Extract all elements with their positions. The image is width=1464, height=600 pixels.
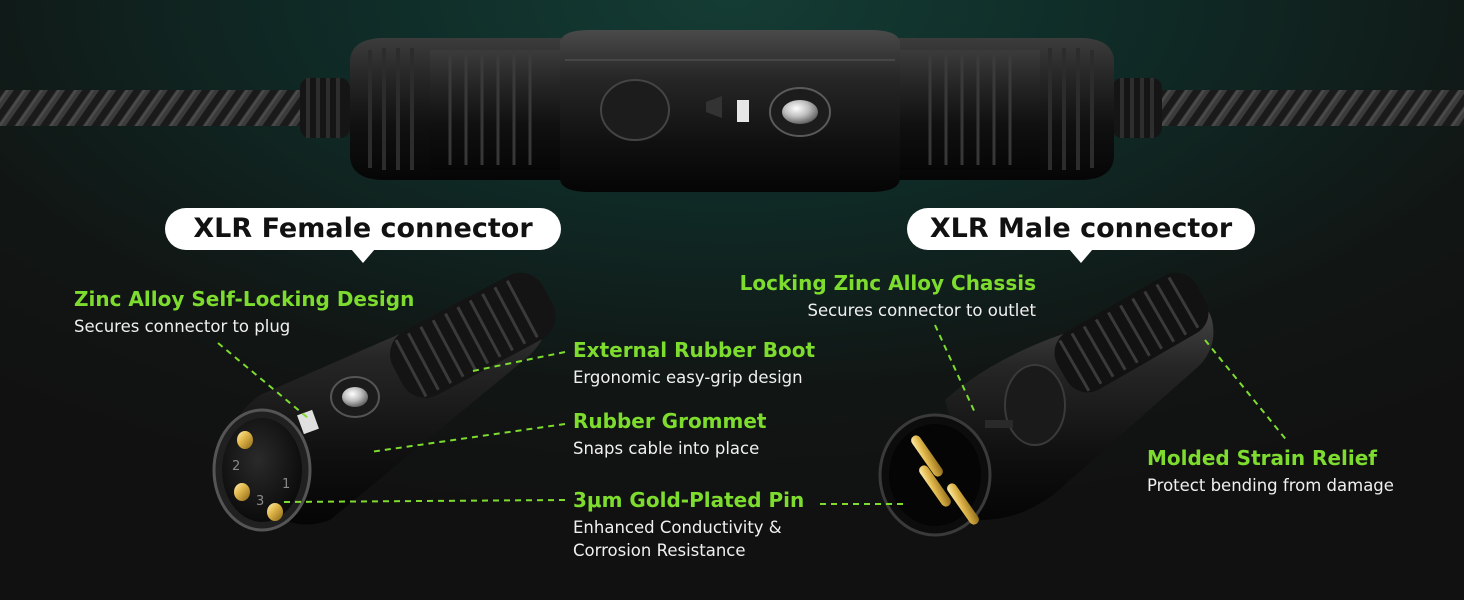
leader-zinc-self-locking xyxy=(217,342,309,419)
strain-relief-right xyxy=(1112,78,1162,138)
top-cable-assembly xyxy=(0,30,1464,192)
feature-gold-plated-pin: 3μm Gold-Plated Pin Enhanced Conductivit… xyxy=(573,487,804,562)
feature-title: Zinc Alloy Self-Locking Design xyxy=(74,287,415,311)
feature-description: Snaps cable into place xyxy=(573,439,760,458)
braided-cable-right xyxy=(1125,90,1464,126)
feature-external-rubber-boot: External Rubber Boot Ergonomic easy-grip… xyxy=(573,337,815,389)
feature-title: 3μm Gold-Plated Pin xyxy=(573,488,805,512)
female-connector-label: XLR Female connector xyxy=(165,208,561,263)
leader-strain-relief xyxy=(1204,339,1289,443)
leader-gold-plated-pin xyxy=(281,499,566,503)
pin-label-3: 3 xyxy=(256,494,264,509)
leader-locking-chassis xyxy=(934,324,977,416)
feature-title: Rubber Grommet xyxy=(573,409,767,433)
male-connector-label: XLR Male connector xyxy=(907,208,1255,263)
feature-title: Molded Strain Relief xyxy=(1147,446,1377,470)
feature-strain-relief: Molded Strain Relief Protect bending fro… xyxy=(1147,445,1394,497)
latch-button-icon xyxy=(769,87,831,137)
feature-locking-chassis: Locking Zinc Alloy Chassis Secures conne… xyxy=(720,270,1036,322)
strain-relief-left xyxy=(300,78,350,138)
feature-description-line-2: Corrosion Resistance xyxy=(573,541,746,560)
feature-title: External Rubber Boot xyxy=(573,338,816,362)
xlr-female-connector-icon: 2 1 3 xyxy=(212,272,556,532)
feature-rubber-grommet: Rubber Grommet Snaps cable into place xyxy=(573,408,767,460)
feature-description: Protect bending from damage xyxy=(1147,476,1394,495)
feature-description: Secures connector to outlet xyxy=(807,301,1036,320)
feature-zinc-self-locking: Zinc Alloy Self-Locking Design Secures c… xyxy=(74,286,414,338)
pin-label-2: 2 xyxy=(232,459,240,474)
feature-description: Ergonomic easy-grip design xyxy=(573,368,803,387)
pin-label-1: 1 xyxy=(282,477,290,492)
xlr-male-connector-icon xyxy=(878,272,1214,537)
feature-description-line-1: Enhanced Conductivity & xyxy=(573,518,782,537)
feature-title: Locking Zinc Alloy Chassis xyxy=(739,271,1036,295)
braided-cable-left xyxy=(0,90,340,126)
feature-description: Secures connector to plug xyxy=(74,317,291,336)
coupled-xlr-connectors-icon xyxy=(350,30,1114,192)
leader-external-rubber-boot xyxy=(467,351,566,373)
leader-lines xyxy=(217,324,1289,505)
